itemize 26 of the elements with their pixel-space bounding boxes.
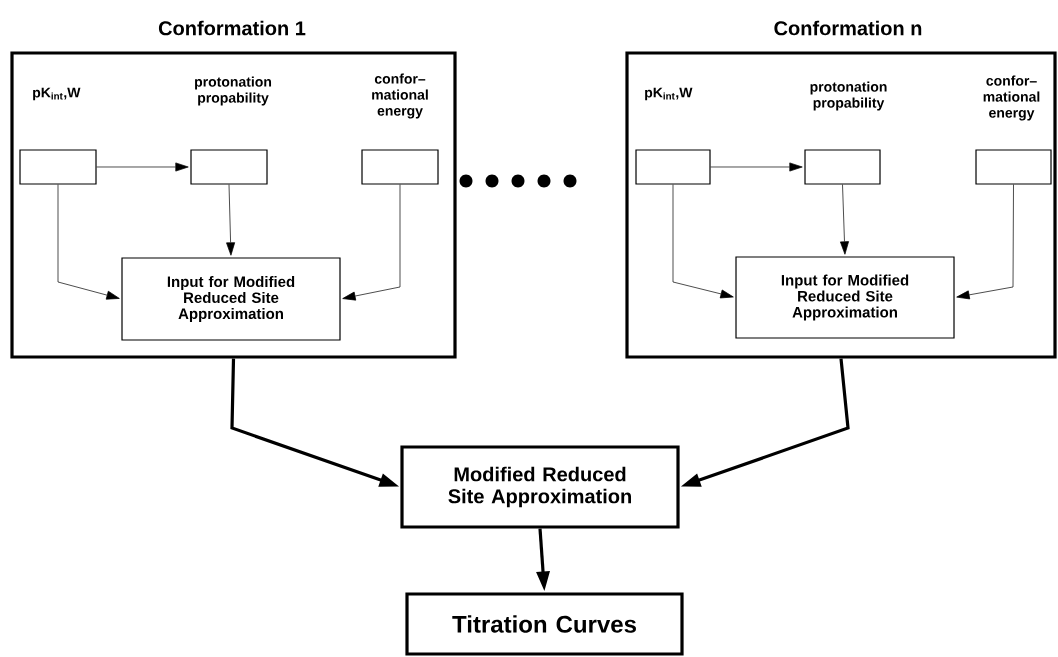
program-box xyxy=(804,149,881,185)
output-label: protonation propability xyxy=(195,76,271,106)
process-box: Input for Modified Reduced Site Approximation xyxy=(121,257,341,341)
program-box xyxy=(190,149,268,185)
result-box: Modified Reduced Site Approximation xyxy=(400,445,680,529)
output-label: pK$_{int}$,W xyxy=(33,87,81,101)
program-box xyxy=(975,149,1052,185)
arrow xyxy=(710,162,803,172)
output-label: pK$_{int}$,W xyxy=(645,87,693,101)
output-label: confor– mational energy xyxy=(372,73,428,119)
arrow xyxy=(672,184,734,299)
arrow xyxy=(840,184,849,255)
process-box: Input for Modified Reduced Site Approximation xyxy=(735,256,955,339)
program-box xyxy=(361,149,439,185)
program-box xyxy=(19,149,97,185)
result-box: Titration Curves xyxy=(405,592,684,656)
arrow xyxy=(226,184,236,256)
arrow xyxy=(96,162,189,172)
output-label: protonation propability xyxy=(810,81,887,111)
frame-heading: Conformation 1 xyxy=(158,20,306,36)
arrow xyxy=(57,184,120,300)
output-label: confor– mational energy xyxy=(983,75,1040,121)
arrow xyxy=(342,184,401,301)
program-box xyxy=(635,149,711,185)
frame-heading: Conformation n xyxy=(774,20,922,36)
arrow xyxy=(956,184,1014,300)
